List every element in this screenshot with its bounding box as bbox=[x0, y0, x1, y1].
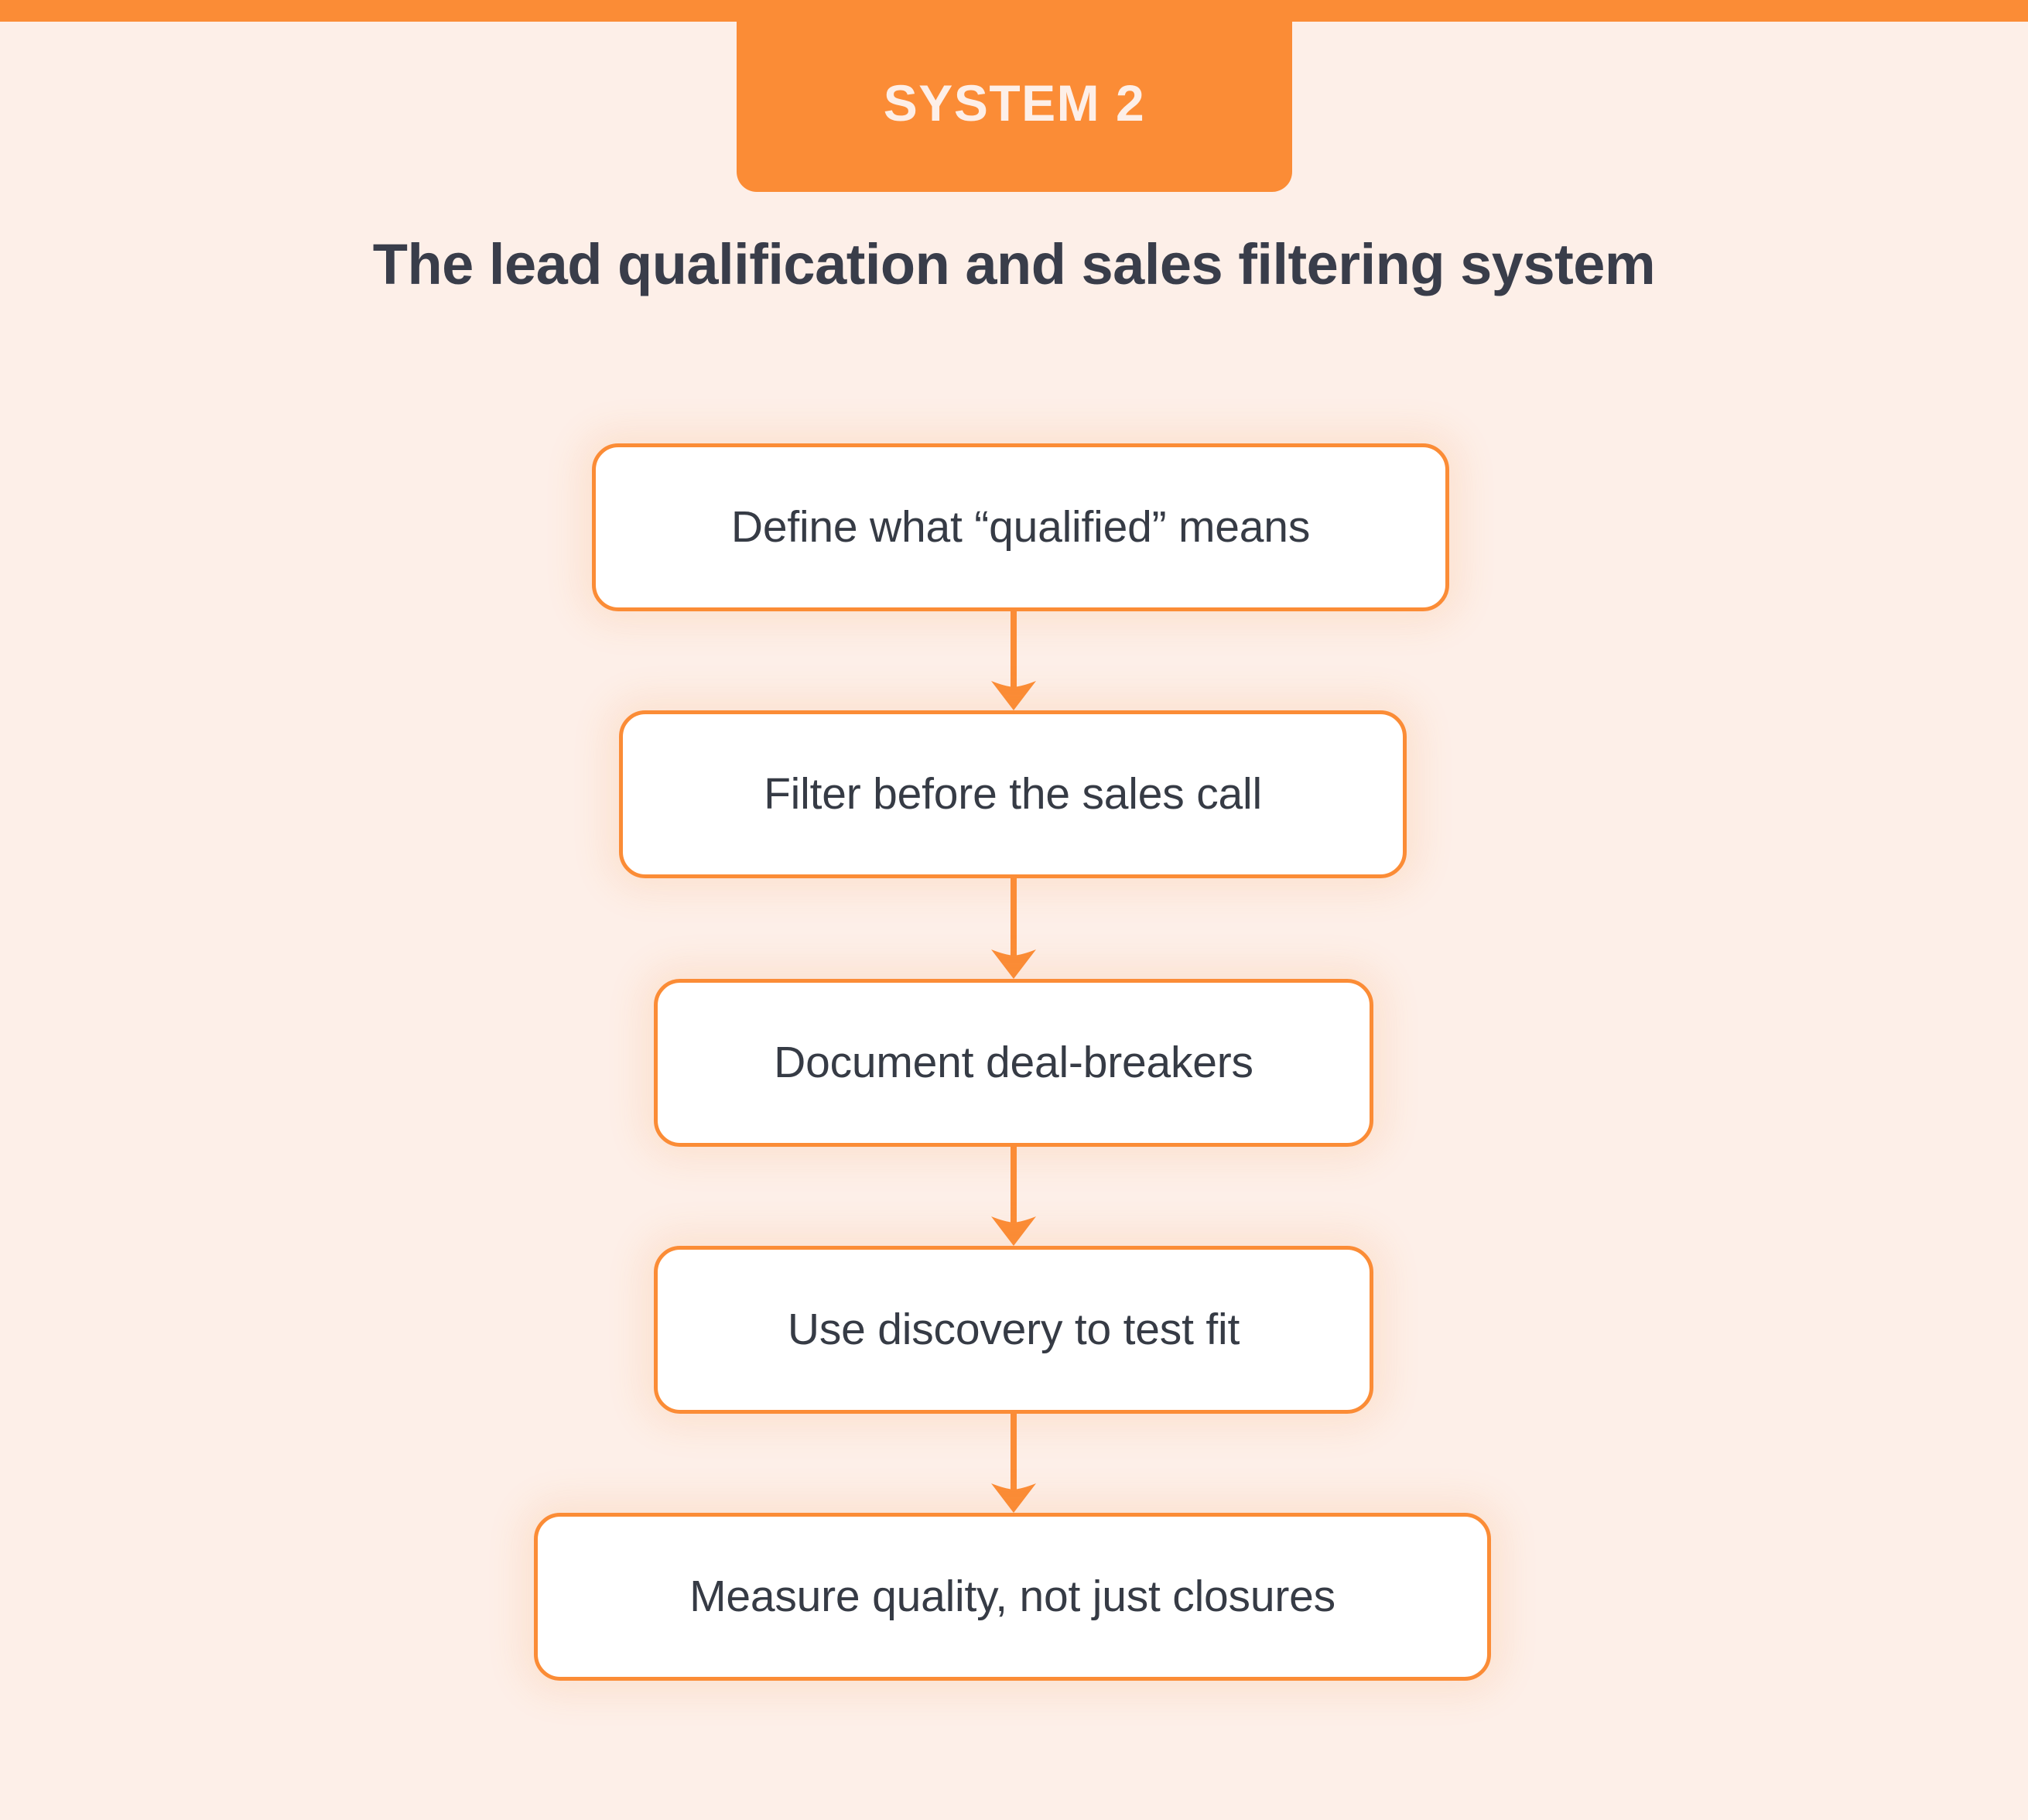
flow-node-measure-quality: Measure quality, not just closures bbox=[534, 1513, 1491, 1681]
flow-node-filter-before-call: Filter before the sales call bbox=[619, 710, 1407, 878]
flow-arrow-down-1 bbox=[990, 611, 1037, 710]
flow-node-use-discovery: Use discovery to test fit bbox=[654, 1246, 1373, 1414]
flow-node-label: Define what “qualified” means bbox=[730, 501, 1311, 552]
flow-node-label: Document deal-breakers bbox=[774, 1037, 1253, 1087]
flow-node-define-qualified: Define what “qualified” means bbox=[592, 443, 1449, 611]
flow-arrow-down-3 bbox=[990, 1147, 1037, 1246]
flow-node-label: Filter before the sales call bbox=[764, 768, 1262, 819]
flow-node-document-deal-breakers: Document deal-breakers bbox=[654, 979, 1373, 1147]
system-badge: SYSTEM 2 bbox=[737, 0, 1292, 192]
page-title: The lead qualification and sales filteri… bbox=[372, 232, 1656, 296]
flow-arrow-down-2 bbox=[990, 878, 1037, 979]
flow-node-label: Measure quality, not just closures bbox=[689, 1571, 1335, 1621]
flow-arrow-down-4 bbox=[990, 1414, 1037, 1513]
system-badge-label: SYSTEM 2 bbox=[883, 74, 1146, 132]
flow-node-label: Use discovery to test fit bbox=[787, 1304, 1240, 1354]
